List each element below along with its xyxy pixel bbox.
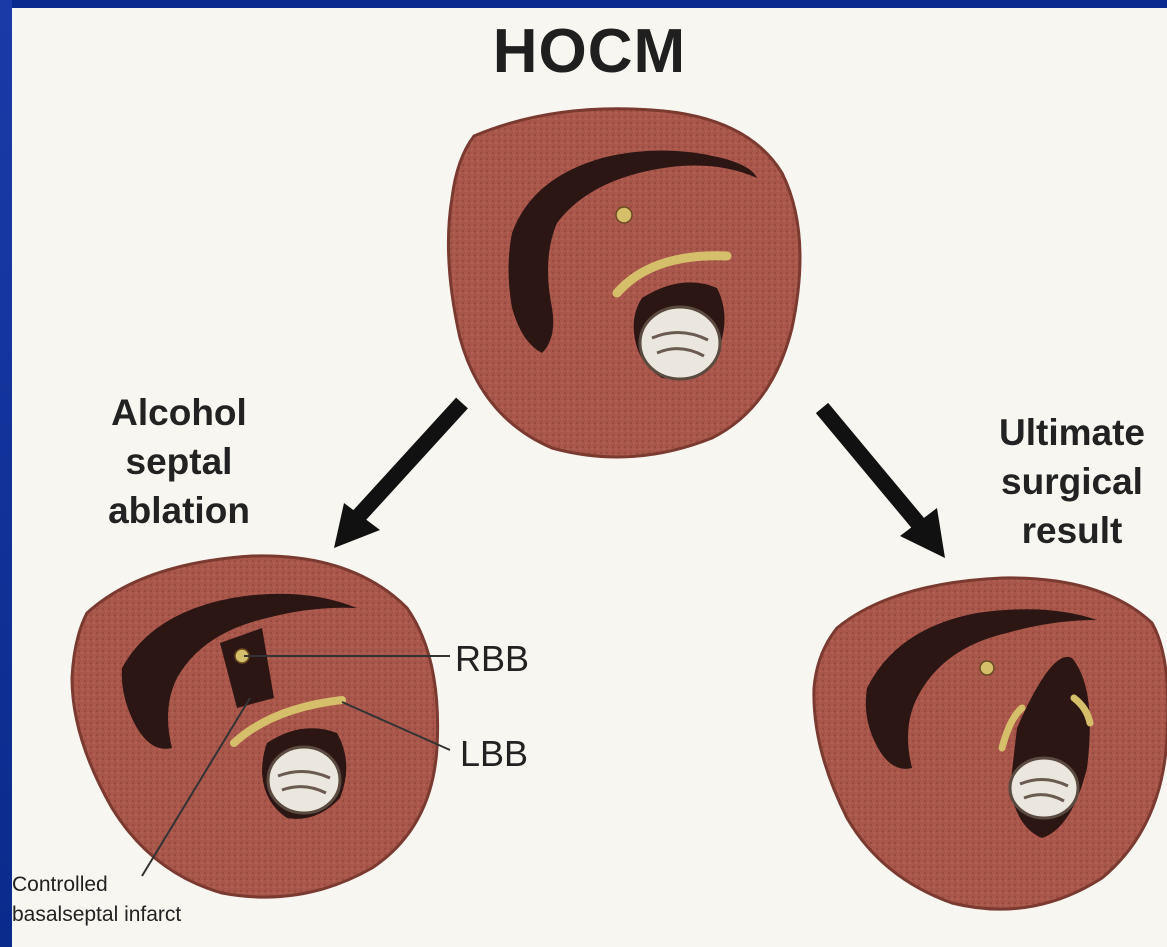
- illustration-panel: HOCM Alcohol septal ablation Ultimate su…: [12, 8, 1167, 947]
- outflow-tract: [268, 747, 340, 813]
- infarct-footnote: Controlled basalseptal infarct: [12, 870, 181, 930]
- arrow-right: [822, 408, 945, 558]
- outflow-tract: [1010, 758, 1078, 818]
- surgical-result-label: Ultimate surgical result: [977, 408, 1167, 555]
- blue-frame-edge: [0, 0, 12, 947]
- outflow-tract: [640, 307, 720, 379]
- alcohol-septal-ablation-label: Alcohol septal ablation: [84, 388, 274, 535]
- lbb-callout: LBB: [460, 733, 528, 775]
- arrow-left: [334, 403, 462, 548]
- top-heart-cross-section: [448, 109, 800, 457]
- diagram-title: HOCM: [12, 16, 1167, 87]
- rbb-callout: RBB: [455, 638, 529, 680]
- rbb-dot: [980, 661, 994, 675]
- rbb-dot: [616, 207, 632, 223]
- left-heart-cross-section: [72, 556, 450, 897]
- right-heart-cross-section: [814, 578, 1167, 909]
